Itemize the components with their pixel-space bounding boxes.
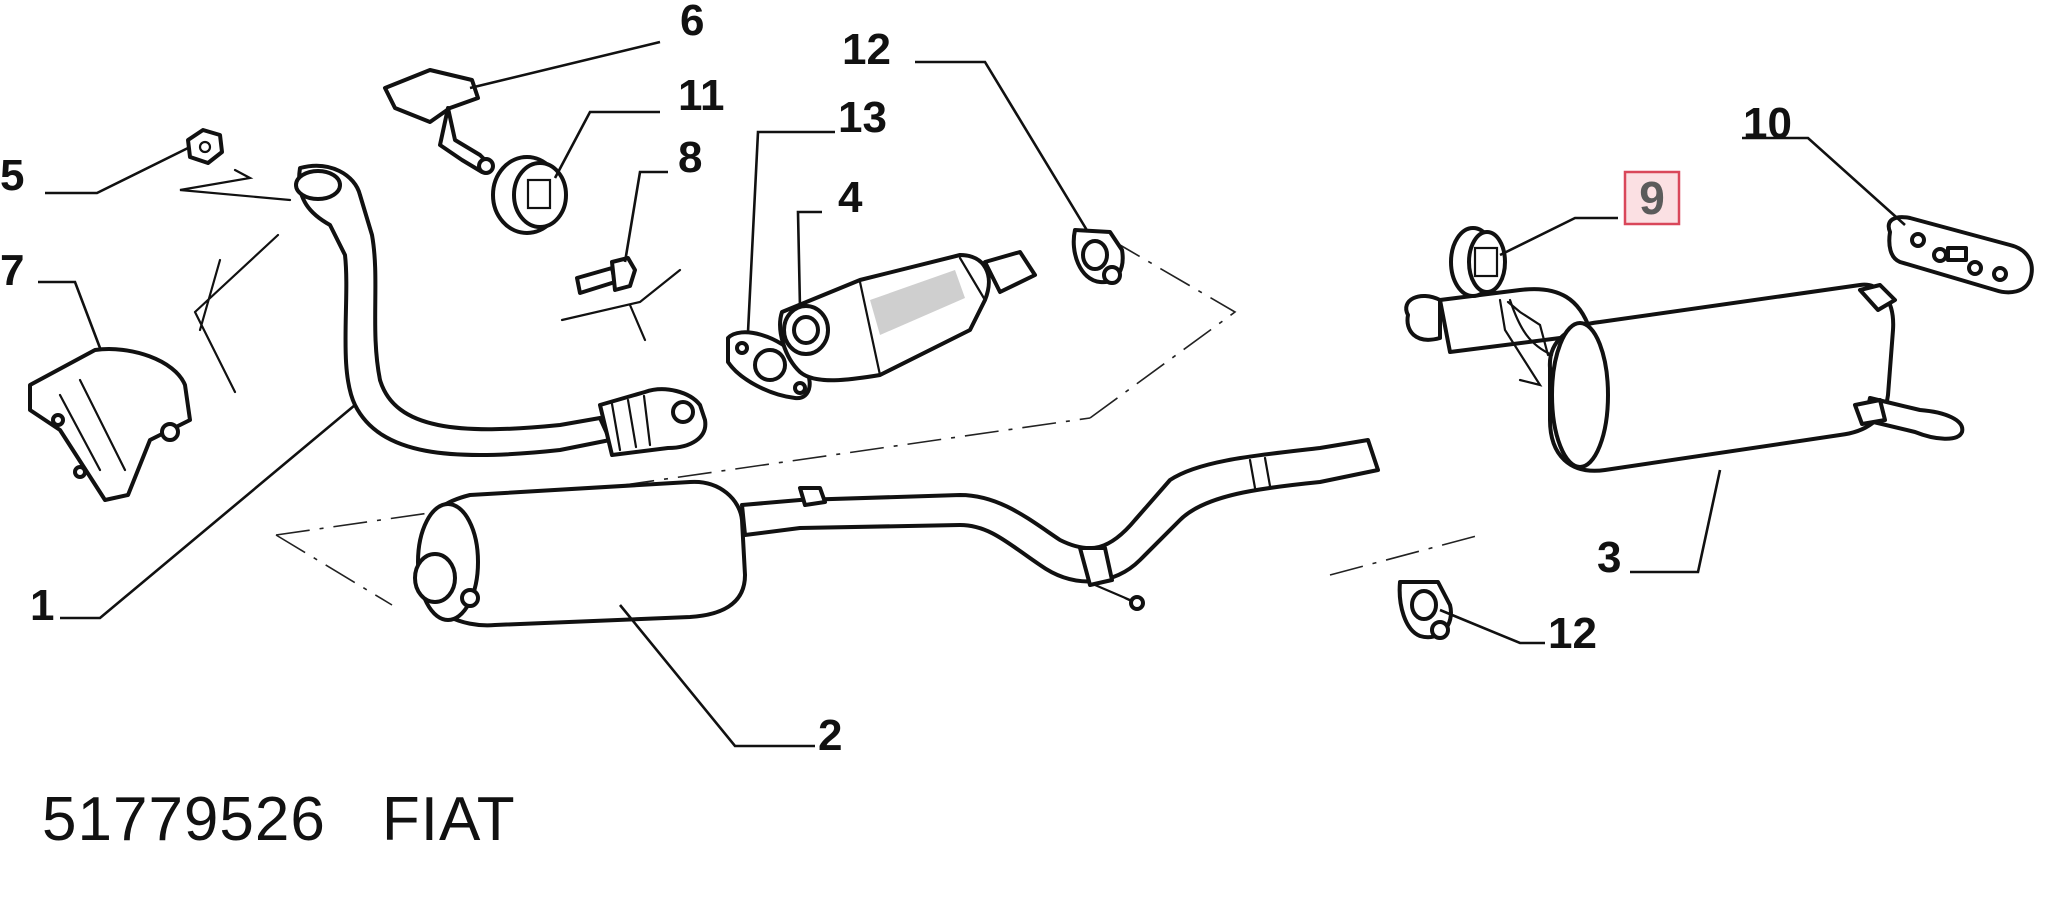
callout-1: 1 <box>30 581 54 630</box>
leader-lines <box>38 40 1906 748</box>
part-number: 51779526 <box>42 785 326 854</box>
brand-name: FIAT <box>381 785 516 854</box>
part-2-middle-silencer <box>413 438 1380 628</box>
callout-2: 2 <box>818 711 842 760</box>
highlighted-callout-9: 9 <box>1623 170 1681 226</box>
part-8-bolt <box>560 256 682 342</box>
callout-12-upper: 12 <box>842 25 891 74</box>
highlight-box <box>1623 170 1681 226</box>
callout-7: 7 <box>0 246 24 295</box>
part-footer: 51779526 FIAT <box>42 784 572 855</box>
assembly-guide-lines <box>275 244 1481 606</box>
callout-3: 3 <box>1597 533 1621 582</box>
callout-9: 9 <box>1639 172 1665 224</box>
part-5-nut <box>179 128 292 202</box>
part-12-clamp-lower <box>1397 580 1453 640</box>
callout-4: 4 <box>838 173 863 222</box>
callout-13: 13 <box>838 93 887 142</box>
part-13-gasket <box>726 330 812 401</box>
part-12-clamp-upper <box>1071 228 1125 285</box>
callout-8: 8 <box>678 133 702 182</box>
part-7-heat-shield <box>28 347 192 502</box>
callout-11: 11 <box>678 71 725 120</box>
callouts: 5 7 1 2 6 11 8 13 4 12 10 3 12 <box>0 0 1792 760</box>
part-9-rubber-hanger <box>1449 226 1550 357</box>
part-4-catalytic-converter <box>778 250 1037 383</box>
callout-5: 5 <box>0 151 24 200</box>
part-3-rear-silencer <box>1404 282 1965 473</box>
callout-12-lower: 12 <box>1548 609 1597 658</box>
part-6-bracket <box>383 68 495 175</box>
callout-6: 6 <box>680 0 704 45</box>
callout-10: 10 <box>1743 99 1792 148</box>
part-11-rubber-mount <box>491 155 568 235</box>
part-10-heat-plate <box>1886 215 2034 295</box>
part-1-front-pipe <box>193 163 708 458</box>
